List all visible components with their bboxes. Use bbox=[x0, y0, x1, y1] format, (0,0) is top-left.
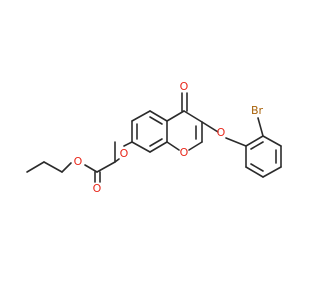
bond bbox=[123, 141, 133, 147]
bond bbox=[257, 117, 264, 137]
bond bbox=[183, 110, 203, 123]
bonds bbox=[26, 92, 282, 183]
bond bbox=[188, 141, 203, 151]
ring-oxygen-label: O bbox=[180, 146, 189, 159]
bond bbox=[96, 161, 116, 173]
molecule-diagram: O O O O O O Br bbox=[26, 80, 282, 195]
bond bbox=[131, 110, 151, 122]
bond bbox=[131, 141, 151, 153]
aryl-ether-oxygen-label: O bbox=[217, 126, 226, 139]
bromine-label: Br bbox=[251, 104, 264, 117]
bond bbox=[84, 164, 98, 173]
bond bbox=[26, 161, 45, 173]
bond bbox=[149, 141, 168, 153]
bond bbox=[149, 110, 168, 122]
bond bbox=[262, 135, 282, 147]
carbonyl-oxygen-label: O bbox=[180, 80, 189, 93]
bond bbox=[149, 138, 163, 147]
bond bbox=[250, 163, 264, 172]
bond bbox=[245, 135, 264, 147]
bond bbox=[201, 121, 219, 133]
ester-oxygen-label: O bbox=[74, 155, 83, 168]
bond bbox=[166, 110, 185, 122]
bond bbox=[262, 166, 282, 178]
bond bbox=[245, 166, 264, 178]
bond bbox=[166, 141, 180, 151]
bond bbox=[225, 137, 247, 147]
bond bbox=[61, 162, 72, 173]
alkoxy-oxygen-label: O bbox=[120, 147, 129, 160]
ester-carbonyl-oxygen-label: O bbox=[93, 182, 102, 195]
bond bbox=[149, 116, 163, 125]
atom-labels: O O O O O O Br bbox=[74, 80, 264, 195]
bond bbox=[250, 141, 264, 150]
bond bbox=[43, 161, 63, 173]
